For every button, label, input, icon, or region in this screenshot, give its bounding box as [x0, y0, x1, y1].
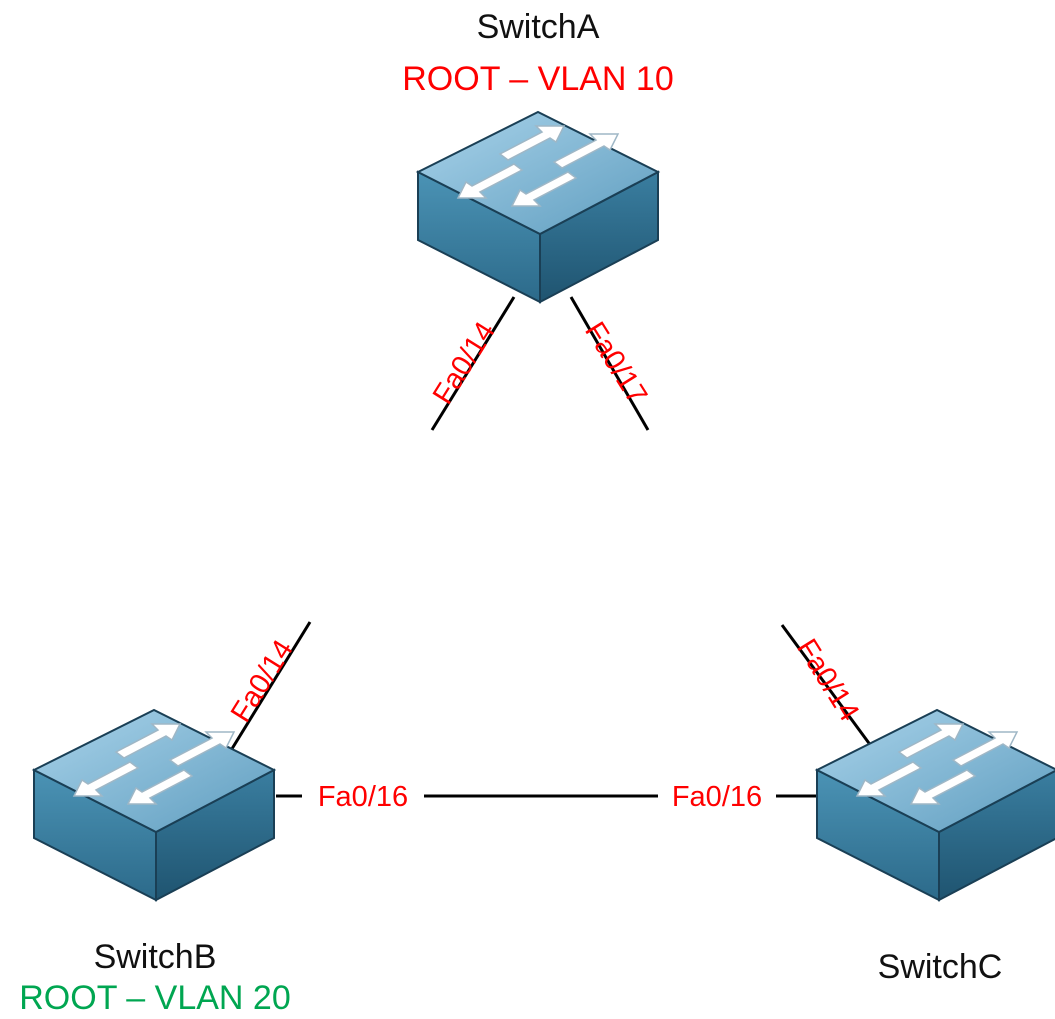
port-label-c-to-a: Fa0/14	[790, 633, 865, 727]
port-label-a-to-c: Fa0/17	[578, 316, 653, 410]
switch-c-name: SwitchC	[878, 948, 1003, 986]
switch-b-root-label: ROOT – VLAN 20	[19, 979, 291, 1017]
switch-icon	[816, 709, 1055, 901]
link-a-b-segment-top	[430, 296, 516, 431]
switch-b-name: SwitchB	[94, 938, 217, 976]
switch-a-name: SwitchA	[477, 8, 600, 46]
port-label-a-to-b: Fa0/14	[427, 316, 502, 410]
link-a-c-segment-bottom	[780, 624, 876, 751]
port-label-c-to-b: Fa0/16	[672, 781, 762, 813]
switch-a-root-label: ROOT – VLAN 10	[402, 60, 674, 98]
port-label-b-to-c: Fa0/16	[318, 781, 408, 813]
link-a-c-segment-top	[569, 296, 650, 431]
switch-icon	[417, 111, 659, 303]
switch-c[interactable]	[816, 709, 1055, 901]
switch-a[interactable]	[417, 111, 659, 303]
port-label-b-to-a: Fa0/14	[225, 634, 300, 728]
link-a-b-segment-bottom	[228, 621, 312, 753]
